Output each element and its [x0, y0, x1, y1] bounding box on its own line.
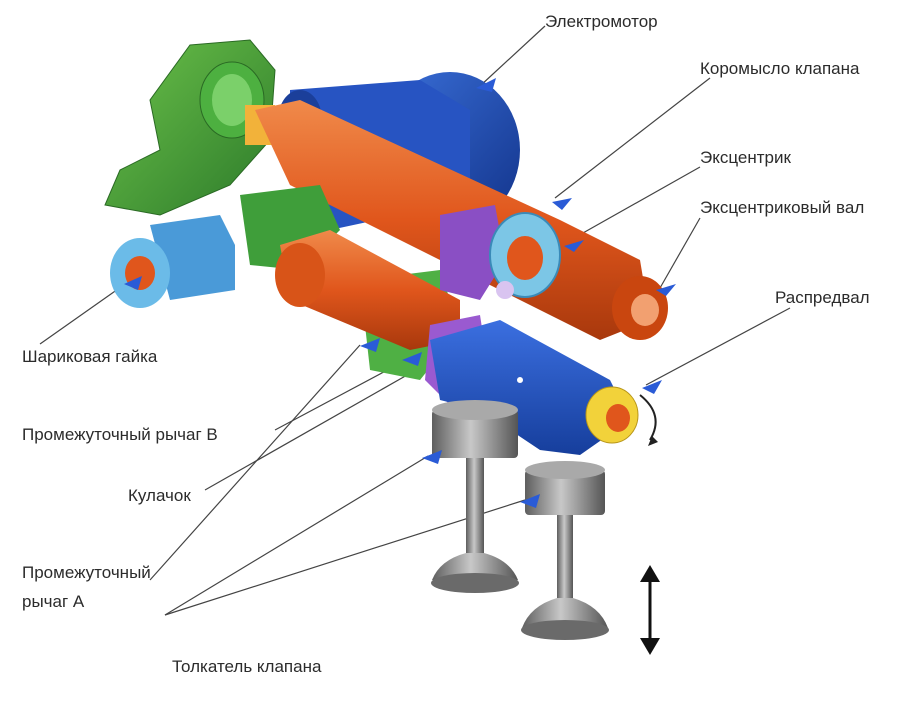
leader-line-camshaft — [645, 307, 791, 386]
eccentric-shaft-part — [275, 230, 460, 350]
leader-line-eccentric-shaft — [659, 217, 701, 289]
pointer-arrow-ball-nut — [124, 276, 142, 290]
ball-nut-part — [110, 215, 235, 308]
leader-line-lever-a — [149, 344, 361, 581]
green-gear-housing — [104, 39, 276, 216]
label-valve-tappet: Толкатель клапана — [172, 657, 322, 676]
label-valve-rocker: Коромысло клапана — [700, 59, 860, 78]
label-intermediate-lever-a-line2: рычаг A — [22, 592, 85, 611]
eccentric-part — [489, 212, 561, 299]
leader-line-ball-nut — [39, 281, 129, 345]
leader-lines — [39, 25, 791, 616]
leader-line-tappet-1 — [164, 455, 429, 616]
pointer-arrow-cam — [422, 450, 442, 464]
label-eccentric-shaft: Эксцентриковый вал — [700, 198, 865, 217]
pointer-arrow-lever-b — [402, 352, 422, 366]
label-electromotor: Электромотор — [545, 12, 658, 31]
leader-line-tappet-2 — [164, 499, 526, 616]
label-cam: Кулачок — [128, 486, 191, 505]
leader-line-eccentric — [566, 166, 701, 243]
label-intermediate-lever-b: Промежуточный рычаг B — [22, 425, 218, 444]
label-ball-nut: Шариковая гайка — [22, 347, 158, 366]
valve-1 — [431, 400, 519, 593]
leader-line-electromotor — [479, 25, 546, 87]
camshaft-part — [430, 320, 658, 455]
label-camshaft: Распредвал — [775, 288, 870, 307]
pointer-arrow-camshaft — [642, 380, 662, 394]
pointer-arrows — [124, 78, 676, 508]
leader-line-cam — [204, 361, 431, 491]
valve-2 — [521, 461, 609, 640]
pointer-arrow-valve-rocker — [552, 198, 572, 210]
pointer-arrow-lever-a — [360, 338, 380, 352]
label-eccentric: Эксцентрик — [700, 148, 791, 167]
pointer-arrow-tappet — [520, 494, 540, 508]
pointer-arrow-eccentric-shaft — [656, 284, 676, 296]
label-intermediate-lever-a-line1: Промежуточный — [22, 563, 151, 582]
motion-double-arrow — [640, 565, 660, 655]
leader-line-valve-rocker — [554, 77, 711, 199]
pointer-arrow-electromotor — [476, 78, 496, 92]
pointer-arrow-eccentric — [564, 240, 584, 252]
